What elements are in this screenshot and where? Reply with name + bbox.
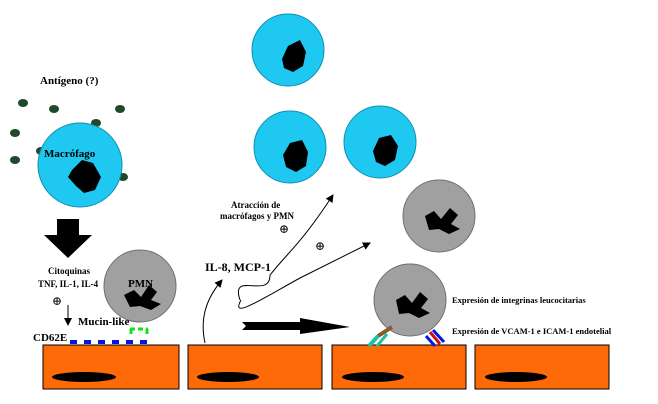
label-il8-mcp1: IL-8, MCP-1	[205, 260, 271, 274]
label-antigen: Antígeno (?)	[40, 75, 99, 87]
endothelial-cell-4	[474, 344, 610, 390]
macrophage-cell	[37, 122, 123, 208]
label-plus-attraction-1: ⊕	[279, 222, 289, 236]
mucin-like-ligand	[129, 327, 149, 334]
endothelial-cell-3	[331, 344, 467, 390]
pmn-cell-adhered	[373, 263, 447, 337]
label-attraction-line2: macrófagos y PMN	[220, 211, 294, 221]
label-pmn: PMN	[128, 278, 153, 290]
endothelial-cell-1	[42, 344, 180, 390]
endothelial-nucleus-2	[197, 372, 259, 382]
attraction-arrow-lower	[238, 242, 371, 309]
adhesion-molecules	[367, 325, 446, 348]
macrophage-top	[251, 13, 325, 87]
il8-arrow	[202, 279, 223, 344]
label-cytokines-list: TNF, IL-1, IL-4	[38, 279, 99, 289]
endothelial-nucleus-4	[485, 372, 547, 382]
label-attraction-line1: Atracción de	[231, 200, 280, 210]
macrophage-right	[343, 105, 417, 179]
pmn-cell-upper-right	[402, 179, 476, 253]
endothelial-nucleus-1	[52, 372, 116, 382]
label-cd62e: CD62E	[33, 332, 67, 344]
label-integrins: Expresión de integrinas leucocitarias	[452, 295, 586, 305]
label-macrophage: Macrófago	[44, 148, 96, 160]
label-cytokines-title: Citoquinas	[48, 266, 91, 276]
pmn-cell-left	[103, 249, 177, 323]
pmn-nucleus-left	[124, 285, 161, 310]
label-plus-cytokines: ⊕	[52, 294, 62, 308]
label-plus-attraction-2: ⊕	[315, 239, 325, 253]
big-down-arrow	[44, 219, 92, 258]
label-vcam-icam: Expresión de VCAM-1 e ICAM-1 endotelial	[452, 326, 612, 336]
label-mucin: Mucin-like	[78, 316, 129, 328]
migration-arrow	[242, 318, 350, 334]
endothelium-row	[42, 344, 610, 390]
attraction-arrow-upper	[237, 194, 334, 301]
macrophage-nucleus	[68, 160, 101, 193]
macrophage-middle	[253, 110, 327, 184]
endothelial-cell-2	[187, 344, 323, 390]
endothelial-nucleus-3	[342, 372, 404, 382]
